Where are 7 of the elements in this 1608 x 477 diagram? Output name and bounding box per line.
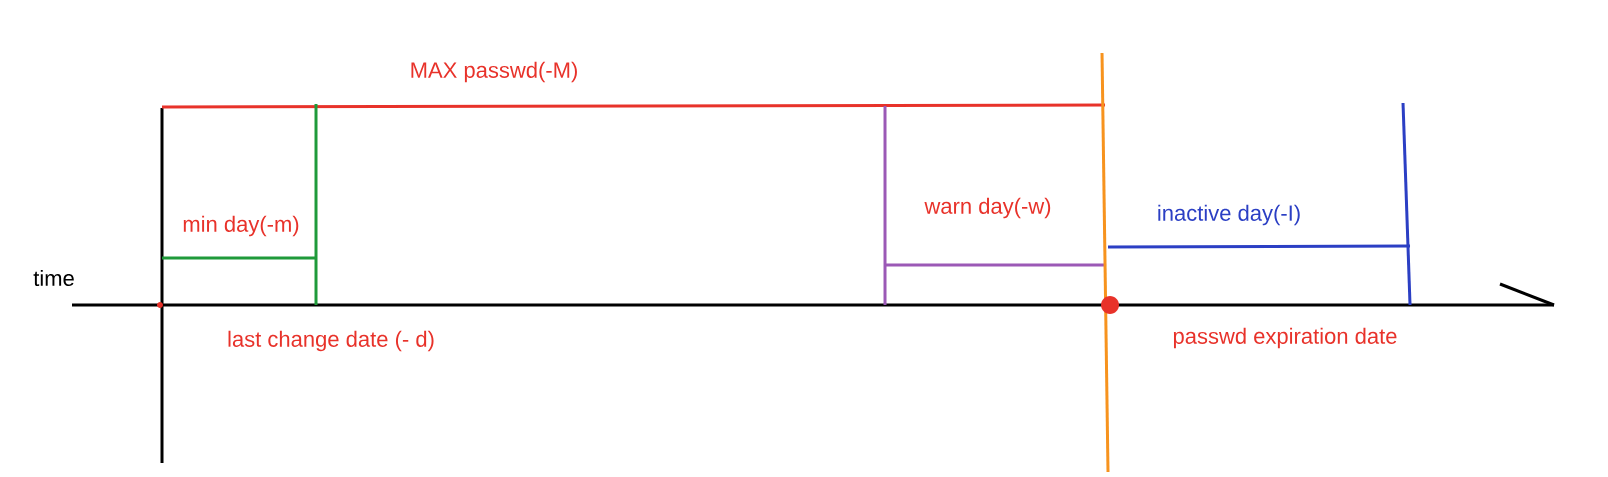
- interval-label: inactive day(-I): [1158, 204, 1300, 226]
- interval-label: warn day(-w): [924, 197, 1051, 219]
- date-label: passwd expiration date: [1173, 327, 1397, 349]
- interval-label: MAX passwd(-M): [411, 61, 577, 83]
- interval-label: min day(-m): [183, 215, 299, 237]
- date-label: last change date (- d): [228, 330, 434, 352]
- axis-label: time: [33, 269, 74, 287]
